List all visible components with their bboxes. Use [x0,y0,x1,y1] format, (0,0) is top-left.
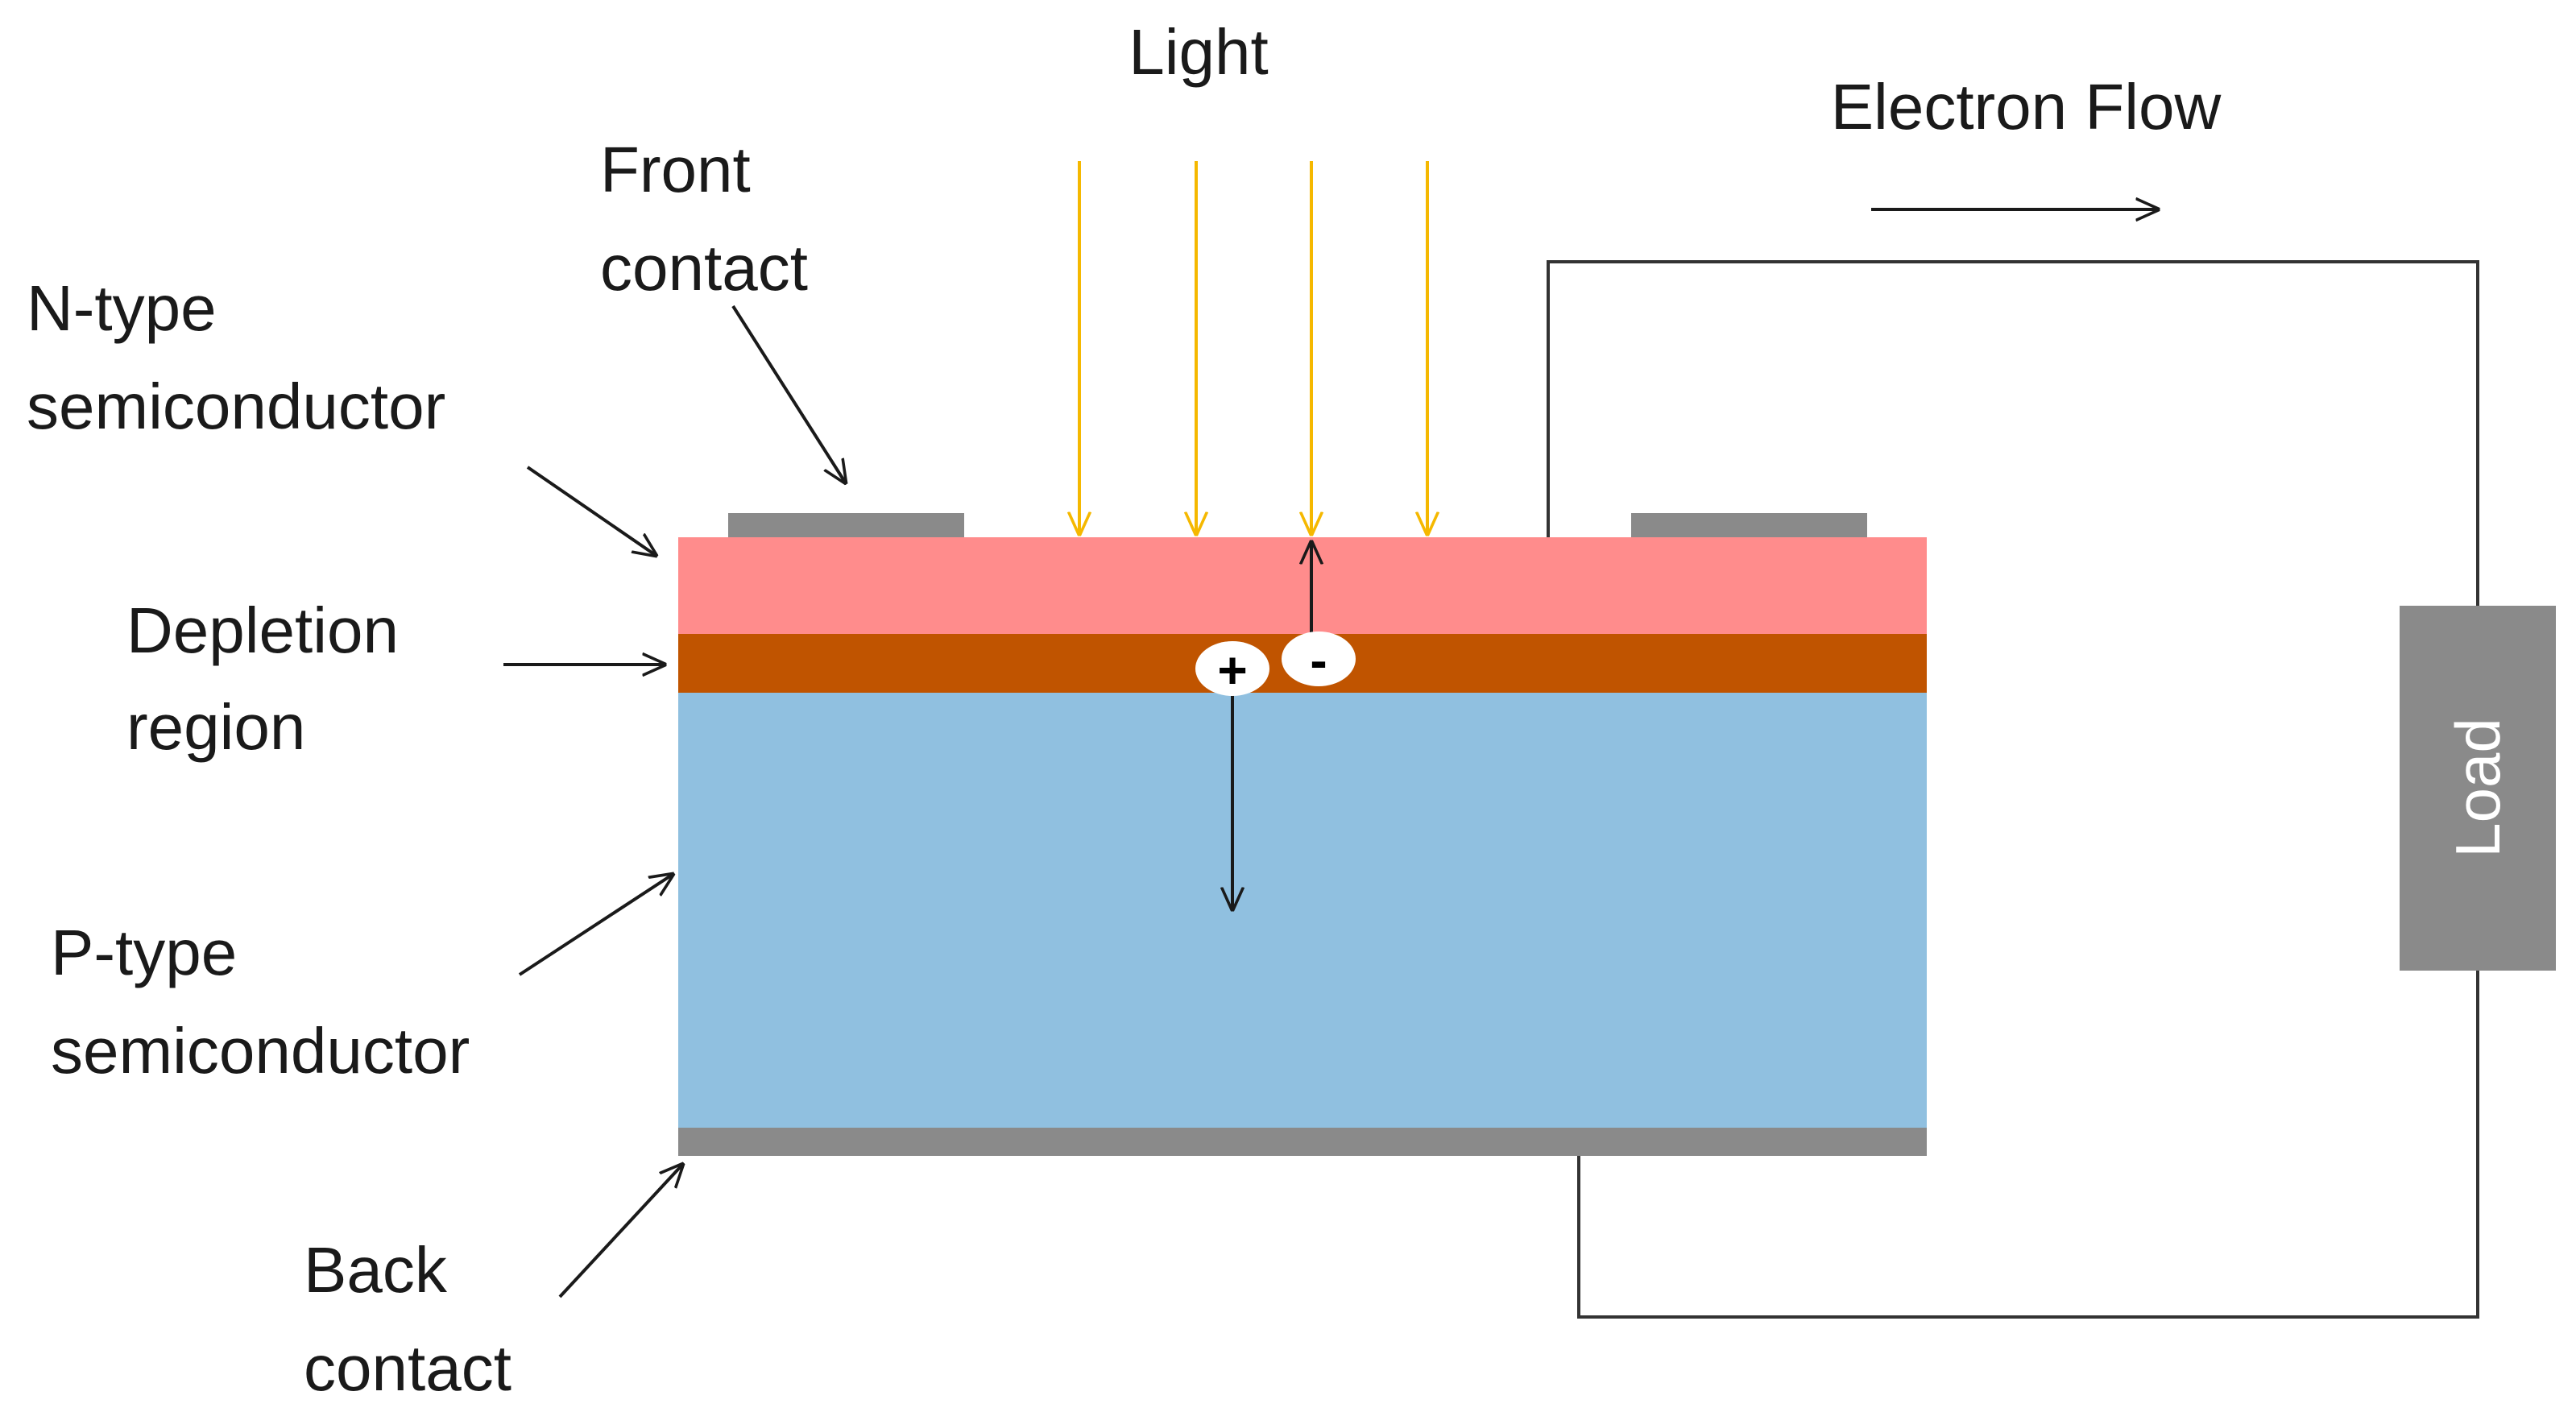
back-contact-pointer [558,1164,683,1298]
n-type-label-line2: semiconductor [27,371,445,442]
back-contact-layer [678,1128,1927,1156]
hole-circle [1195,641,1269,696]
p-type-layer [678,693,1927,1128]
light-rays [1079,161,1427,535]
back-contact-label-line1: Back [304,1234,448,1306]
load-resistor: Load [2400,606,2556,971]
p-type-label-line1: P-type [51,917,237,988]
load-label: Load [2442,718,2513,858]
p-type-pointer [518,874,673,976]
electron-minus-symbol: - [1310,632,1327,690]
electron-circle [1282,632,1356,686]
electron-flow-label: Electron Flow [1831,71,2222,143]
light-label: Light [1129,16,1268,88]
depletion-label-line2: region [126,691,305,763]
load-box [2400,606,2556,971]
front-contact-label-line1: Front [600,134,751,205]
hole-carrier: + [1195,641,1269,699]
front-contact-label-line2: contact [600,232,808,304]
front-contact-pointer [731,304,846,483]
n-type-layer [678,537,1927,634]
n-type-pointer [526,466,656,556]
front-contact-right [1631,513,1867,537]
n-type-label-line1: N-type [27,272,217,344]
depletion-label-line1: Depletion [126,594,399,666]
electron-carrier: - [1282,632,1356,690]
front-contact-left [728,513,964,537]
hole-plus-symbol: + [1217,641,1247,699]
back-contact-label-line2: contact [304,1332,511,1404]
circuit-wire-bottom [1577,971,2479,1319]
circuit-wire-top [1547,260,2479,606]
p-type-label-line2: semiconductor [51,1015,470,1087]
